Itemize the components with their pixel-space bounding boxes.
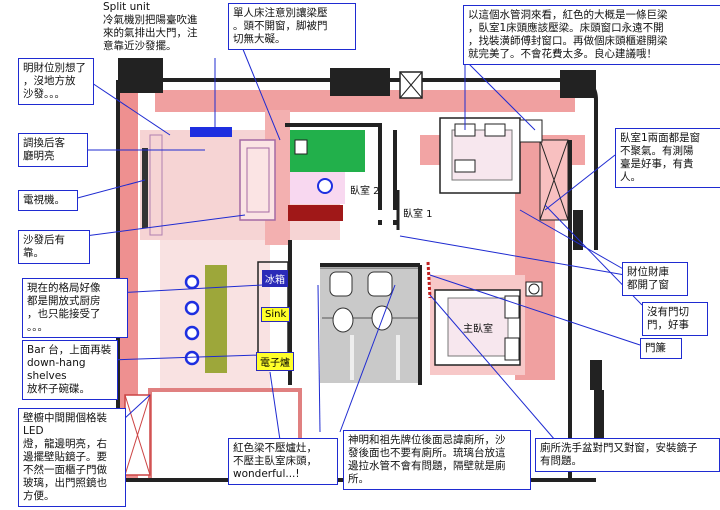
- note-wealth-position: 明財位別想了 ，沒地方放 沙發。。。: [18, 58, 94, 105]
- beam-left-vertical: [118, 90, 138, 480]
- note-bedroom1-windows: 臥室1兩面都是窗 不聚氣。有測陽 臺是好事，有貴 人。: [615, 128, 720, 188]
- master-room-label: 主臥室: [463, 324, 493, 335]
- note-single-bed: 單人床注意別讓梁壓 。頭不開窗，脚被門 切無大礙。: [228, 3, 356, 50]
- note-door-cut: 沒有門切 門，好事: [642, 302, 708, 336]
- note-bar: Bar 台，上面再裝 down-hang shelves 放杯子碗碟。: [22, 340, 118, 400]
- note-red-beam: 紅色梁不壓爐灶， 不壓主臥室床頭， wonderful...!: [228, 438, 338, 485]
- sink-label: Sink: [261, 307, 291, 322]
- note-wall-cabinet: 壁櫥中間開個格裝 LED 燈，龍邊明亮，右 邊擺壁貼鏡子。要 不然一面櫃子門做 …: [18, 408, 126, 507]
- note-sofa-wall: 沙發后有靠。: [18, 230, 90, 264]
- fridge-label: 冰箱: [262, 270, 288, 287]
- sofa: [239, 139, 276, 221]
- stove-label: 電子爐: [256, 352, 294, 371]
- ac-split-unit: [190, 127, 232, 137]
- note-open-kitchen: 現在的格局好像 都是開放式厨房 ，也只能接受了 。。。: [22, 278, 128, 338]
- bar-counter: [205, 265, 227, 373]
- note-tv-cabinet: 電視機。: [18, 190, 78, 211]
- note-door-curtain: 門簾: [640, 338, 682, 359]
- note-water-pipe: 以這個水管洞來看，紅色的大概是一條巨梁 ，臥室1床頭應該壓梁。床頭窗口永遠不開 …: [463, 5, 720, 65]
- note-split-unit: Split unit 冷氣機別把陽臺吹進 來的氣排出大門，注 意靠近沙發擺。: [103, 1, 198, 52]
- note-washbasin: 廁所洗手盆對門又對窗，安裝鏡子 有問題。: [535, 438, 720, 472]
- room1-label: 臥室 1: [403, 209, 433, 220]
- note-wealth-warehouse: 財位財庫 都開了窗: [622, 262, 688, 296]
- beam-top: [155, 90, 575, 112]
- note-swap-living: 調換后客 廳明亮: [18, 133, 88, 167]
- note-ancestors: 神明和祖先牌位後面忌諱廁所，沙 發後面也不要有廁所。琉璃台放這 邊拉水管不會有問…: [343, 430, 531, 490]
- tv-cabinet: [142, 148, 148, 228]
- room2-label: 臥室 2: [350, 186, 380, 197]
